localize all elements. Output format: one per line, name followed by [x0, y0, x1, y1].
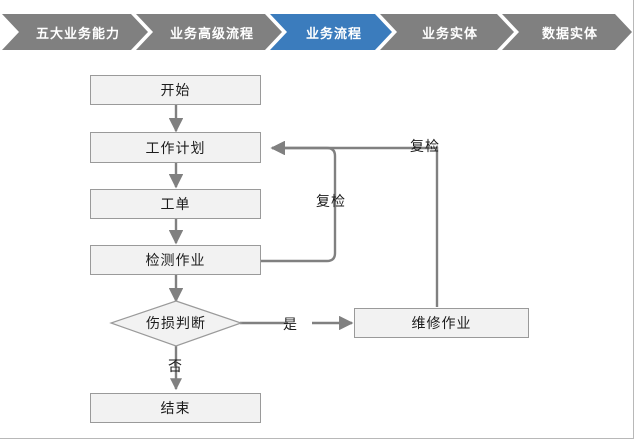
- breadcrumb-item-4-label: 业务实体: [421, 25, 478, 41]
- breadcrumb-item-2-label: 业务高级流程: [169, 25, 254, 41]
- node-start[interactable]: 开始: [90, 75, 261, 105]
- node-start-label: 开始: [160, 82, 191, 98]
- node-repair-task-label: 维修作业: [411, 315, 472, 331]
- edge-label-no: 否: [168, 358, 183, 374]
- breadcrumb-item-3-label: 业务流程: [305, 25, 362, 41]
- breadcrumb-item-3[interactable]: 业务流程: [270, 14, 392, 50]
- decision-diamond[interactable]: [109, 300, 243, 347]
- node-inspection-task[interactable]: 检测作业: [90, 245, 261, 275]
- edge-label-recheck-inner: 复检: [316, 193, 346, 209]
- node-work-plan-label: 工作计划: [145, 139, 206, 156]
- breadcrumb-item-1-label: 五大业务能力: [35, 25, 120, 41]
- node-inspection-task-label: 检测作业: [145, 252, 206, 268]
- flowchart-connectors: [109, 105, 439, 391]
- edge-label-yes: 是: [283, 316, 298, 332]
- node-end[interactable]: 结束: [90, 393, 261, 423]
- breadcrumb-item-1[interactable]: 五大业务能力: [2, 14, 148, 50]
- node-work-order[interactable]: 工单: [90, 189, 261, 219]
- breadcrumb-item-5[interactable]: 数据实体: [502, 14, 632, 50]
- breadcrumb-item-5-label: 数据实体: [541, 25, 598, 41]
- breadcrumb-item-2[interactable]: 业务高级流程: [136, 14, 282, 50]
- node-end-label: 结束: [160, 400, 191, 416]
- node-repair-task[interactable]: 维修作业: [354, 308, 529, 338]
- node-work-plan[interactable]: 工作计划: [90, 132, 261, 163]
- flowchart: 开始 工作计划 工单 检测作业 伤损判断 维修作业 结束 复检 复检 是 否: [0, 56, 633, 438]
- edge-label-recheck-outer: 复检: [410, 138, 440, 154]
- breadcrumb: 五大业务能力 业务高级流程 业务流程 业务实体 数据实体: [0, 14, 634, 50]
- node-work-order-label: 工单: [160, 196, 191, 212]
- breadcrumb-item-4[interactable]: 业务实体: [380, 14, 514, 50]
